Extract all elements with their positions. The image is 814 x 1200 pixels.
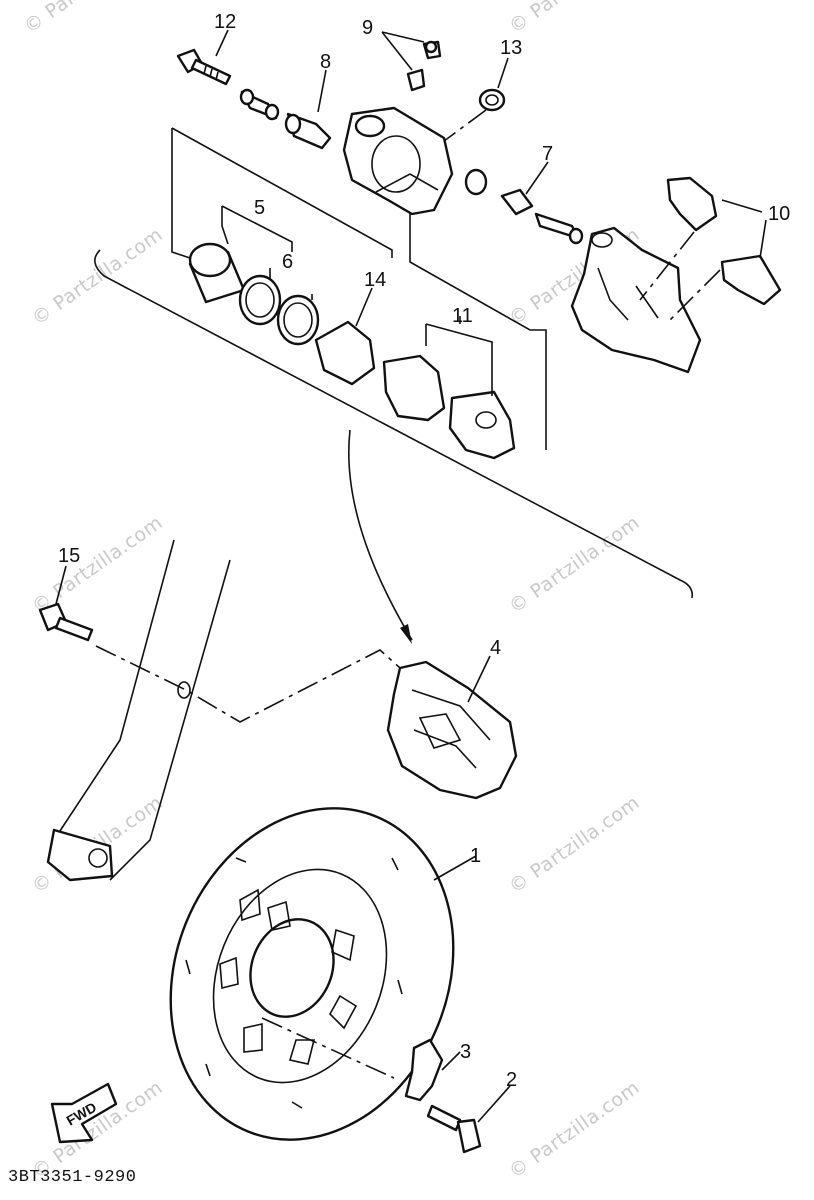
diagram-code: 3BT3351-9290 [8, 1168, 137, 1187]
callout-12: 12 [214, 11, 236, 33]
pad-spring-10 [639, 176, 782, 321]
callout-2: 2 [506, 1069, 517, 1091]
piston-5 [188, 205, 293, 304]
slide-pin-7 [500, 161, 584, 245]
callout-1: 1 [470, 845, 481, 867]
brake-pad-11 [382, 316, 516, 460]
callout-8: 8 [320, 51, 331, 73]
caliper-assembly-4 [386, 655, 518, 800]
callout-5: 5 [254, 197, 265, 219]
callout-3: 3 [460, 1041, 471, 1063]
callout-9: 9 [362, 17, 373, 39]
caliper-body [342, 106, 488, 216]
arrow-head [400, 624, 412, 644]
bolt-15 [38, 565, 401, 723]
bolt-2 [426, 1085, 511, 1154]
callout-10: 10 [768, 203, 790, 225]
callout-7: 7 [542, 143, 553, 165]
assembly-arrow [347, 429, 413, 641]
bolt-12 [176, 29, 232, 86]
callout-13: 13 [500, 37, 522, 59]
boot-8 [284, 69, 332, 150]
callout-15: 15 [58, 545, 80, 567]
fork-leg [46, 539, 231, 882]
brake-disc-1 [169, 807, 477, 1141]
sleeve-bushing [239, 88, 280, 121]
bleed-screw-9 [381, 31, 442, 92]
seal-6 [238, 268, 320, 346]
callout-4: 4 [490, 637, 501, 659]
lock-washer-3 [404, 1038, 461, 1102]
fwd-arrow-icon: FWD [50, 1082, 118, 1144]
callout-14: 14 [364, 269, 386, 291]
callout-6: 6 [282, 251, 293, 273]
callout-11: 11 [452, 305, 473, 327]
shim-14 [314, 287, 376, 386]
cap-13 [439, 57, 509, 145]
